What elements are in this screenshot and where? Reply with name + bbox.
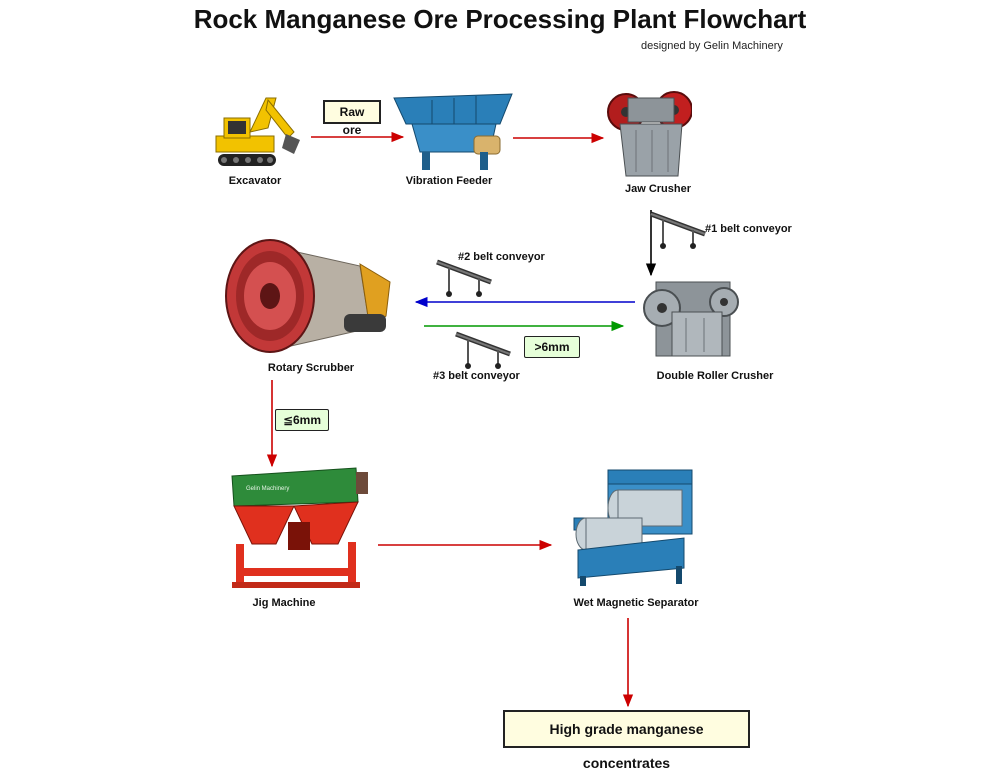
wet-magnetic-separator-label: Wet Magnetic Separator xyxy=(573,597,699,609)
excavator-icon xyxy=(215,97,300,166)
belt-conveyor-3-icon xyxy=(455,331,511,369)
belt-conveyor-2-icon xyxy=(436,259,492,297)
page-subtitle: designed by Gelin Machinery xyxy=(641,40,783,52)
double-roller-crusher-icon xyxy=(643,281,739,357)
vibration-feeder-icon xyxy=(393,93,513,170)
jaw-crusher-icon xyxy=(607,91,692,177)
belt-conveyor-1-icon xyxy=(650,211,706,249)
rotary-scrubber-label: Rotary Scrubber xyxy=(267,362,355,374)
jig-machine-label: Jig Machine xyxy=(252,597,316,609)
belt-conveyor-1-label: #1 belt conveyor xyxy=(705,223,792,235)
jig-machine-icon: Gelin Machinery xyxy=(231,467,368,588)
belt-conveyor-3-label: #3 belt conveyor xyxy=(433,370,520,382)
final-product-box: High grade manganese concentrates xyxy=(503,710,750,771)
le6mm-tag: ≦6mm xyxy=(275,409,329,431)
double-roller-crusher-label: Double Roller Crusher xyxy=(656,370,774,382)
page-title: Rock Manganese Ore Processing Plant Flow… xyxy=(193,4,807,34)
jaw-crusher-label: Jaw Crusher xyxy=(624,183,692,195)
raw-ore-tag: Raw ore xyxy=(323,100,381,137)
belt-conveyor-2-label: #2 belt conveyor xyxy=(458,251,545,263)
arrows-layer xyxy=(266,131,657,708)
rotary-scrubber-icon xyxy=(225,239,391,353)
svg-text:Gelin Machinery: Gelin Machinery xyxy=(246,486,289,492)
vibration-feeder-label: Vibration Feeder xyxy=(405,175,493,187)
gt6mm-tag: >6mm xyxy=(524,336,580,358)
excavator-label: Excavator xyxy=(228,175,282,187)
wet-magnetic-separator-icon xyxy=(573,469,693,586)
